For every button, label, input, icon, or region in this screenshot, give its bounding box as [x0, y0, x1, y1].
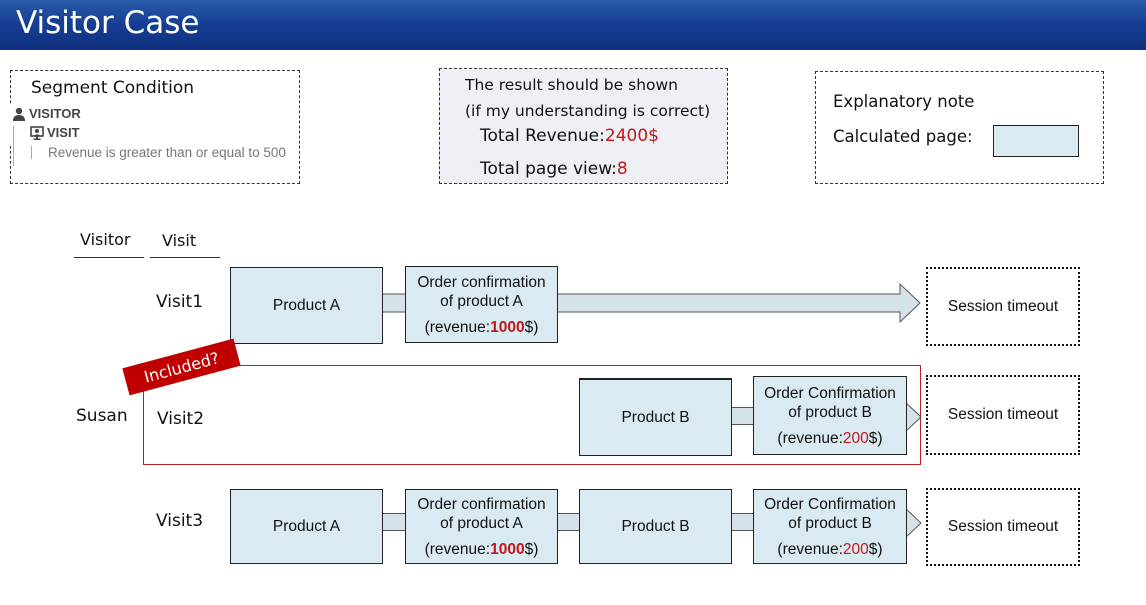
container-guide-line — [13, 126, 14, 166]
result-line-2: (if my understanding is correct) — [465, 102, 711, 120]
page-node-title: Product B — [621, 409, 690, 426]
column-underline — [150, 257, 220, 258]
visit-container: VISIT — [30, 125, 80, 140]
page-node-title: Order confirmation of product A — [417, 495, 546, 532]
visitor-name: Susan — [76, 406, 128, 426]
flow-arrow-head — [905, 507, 922, 539]
segment-box-gap — [8, 104, 108, 146]
session-timeout-box: Session timeout — [926, 488, 1080, 566]
flow-connector — [730, 513, 755, 531]
revenue-annotation: (revenue:1000$) — [424, 318, 539, 336]
session-timeout-box: Session timeout — [926, 375, 1080, 455]
flow-connector — [556, 513, 582, 531]
total-page-view-value: 8 — [616, 159, 628, 179]
column-header-visitor: Visitor — [80, 230, 131, 249]
page-node: Product B — [579, 378, 732, 456]
revenue-annotation: (revenue:200$) — [777, 540, 883, 558]
visit-label: Visit1 — [156, 292, 204, 312]
column-underline — [74, 257, 144, 258]
visitor-container-label: VISITOR — [29, 106, 81, 121]
page-node: Product A — [230, 267, 383, 344]
order-confirmation-node: Order confirmation of product A (revenue… — [405, 266, 558, 343]
column-header-visit: Visit — [162, 231, 197, 250]
page-node: Product A — [230, 489, 383, 564]
visitor-container: VISITOR — [12, 106, 81, 121]
visit-label: Visit3 — [156, 511, 204, 531]
total-page-view-label: Total page view: — [480, 159, 617, 179]
total-page-view: Total page view:8 — [480, 159, 628, 179]
total-revenue: Total Revenue:2400$ — [480, 126, 659, 146]
flow-connector — [730, 407, 755, 425]
page-node-title: Product B — [621, 518, 690, 535]
revenue-annotation: (revenue:1000$) — [424, 540, 539, 558]
session-timeout-box: Session timeout — [926, 267, 1080, 346]
explanatory-note-box — [815, 71, 1104, 184]
title-bar — [0, 0, 1146, 50]
visit2-highlight-frame — [143, 365, 921, 465]
page-node-title: Product A — [272, 297, 341, 314]
visit-label: Visit2 — [157, 409, 205, 429]
person-icon — [13, 107, 25, 121]
expected-result-box — [439, 68, 728, 184]
page-node-title: Order Confirmation of product B — [764, 495, 896, 532]
order-confirmation-node: Order Confirmation of product B (revenue… — [753, 376, 907, 455]
revenue-annotation: (revenue:200$) — [777, 429, 883, 447]
flow-arrow-head — [905, 401, 922, 433]
total-revenue-label: Total Revenue: — [480, 126, 605, 146]
segment-rule: Revenue is greater than or equal to 500 — [48, 145, 286, 160]
segment-condition-title: Segment Condition — [31, 78, 195, 98]
container-guide-line — [31, 146, 32, 159]
order-confirmation-node: Order Confirmation of product B (revenue… — [753, 489, 907, 564]
page-node: Product B — [579, 489, 732, 564]
visit-container-label: VISIT — [47, 125, 80, 140]
flow-connector — [380, 513, 408, 531]
page-node-title: Product A — [272, 518, 341, 535]
calculated-page-label: Calculated page: — [833, 127, 973, 146]
total-revenue-value: 2400$ — [604, 126, 659, 146]
explanatory-note-title: Explanatory note — [833, 92, 975, 111]
page-title: Visitor Case — [16, 5, 200, 41]
page-node-title: Order Confirmation of product B — [764, 384, 896, 421]
order-confirmation-node: Order confirmation of product A (revenue… — [405, 489, 558, 564]
result-line-1: The result should be shown — [465, 76, 678, 94]
calculated-page-swatch — [993, 125, 1079, 157]
page-node-title: Order confirmation of product A — [417, 273, 546, 310]
visit-presentation-icon — [30, 125, 44, 140]
